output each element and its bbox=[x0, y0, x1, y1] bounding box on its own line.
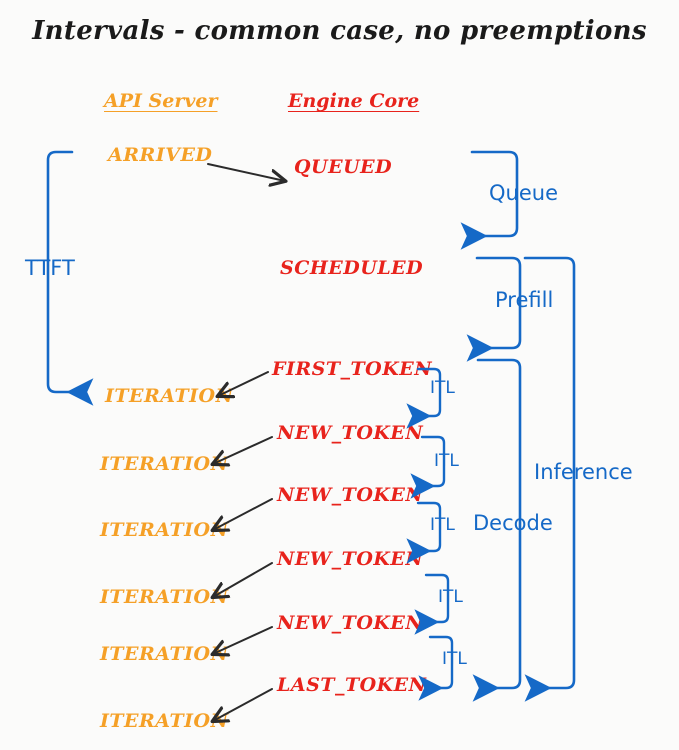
arrow-arrived-to-queued bbox=[207, 163, 285, 181]
column-header-api-server: API Server bbox=[104, 90, 218, 112]
state-iteration-6: ITERATION bbox=[100, 710, 229, 732]
interval-label-itl-3: ITL bbox=[428, 515, 457, 535]
state-new-token-3: NEW_TOKEN bbox=[277, 548, 424, 570]
interval-label-decode: Decode bbox=[470, 511, 556, 535]
interval-label-ttft: TTFT bbox=[22, 256, 78, 280]
column-header-engine-core: Engine Core bbox=[288, 90, 420, 112]
state-iteration-5: ITERATION bbox=[100, 643, 229, 665]
interval-label-itl-1: ITL bbox=[428, 378, 457, 398]
state-queued: QUEUED bbox=[294, 156, 393, 178]
state-new-token-1: NEW_TOKEN bbox=[277, 422, 424, 444]
state-iteration-4: ITERATION bbox=[100, 586, 229, 608]
state-iteration-2: ITERATION bbox=[100, 453, 229, 475]
state-last-token: LAST_TOKEN bbox=[277, 674, 427, 696]
state-new-token-4: NEW_TOKEN bbox=[277, 612, 424, 634]
interval-label-inference: Inference bbox=[531, 460, 636, 484]
interval-label-itl-4: ITL bbox=[436, 587, 465, 607]
state-scheduled: SCHEDULED bbox=[280, 257, 424, 279]
interval-label-prefill: Prefill bbox=[492, 288, 557, 312]
state-iteration-3: ITERATION bbox=[100, 519, 229, 541]
interval-label-queue: Queue bbox=[486, 181, 561, 205]
state-arrived: ARRIVED bbox=[108, 144, 213, 166]
page-title: Intervals - common case, no preemptions bbox=[32, 16, 647, 46]
state-new-token-2: NEW_TOKEN bbox=[277, 484, 424, 506]
state-iteration-1: ITERATION bbox=[105, 385, 234, 407]
state-first-token: FIRST_TOKEN bbox=[272, 358, 433, 380]
interval-label-itl-5: ITL bbox=[440, 649, 469, 669]
interval-label-itl-2: ITL bbox=[432, 451, 461, 471]
